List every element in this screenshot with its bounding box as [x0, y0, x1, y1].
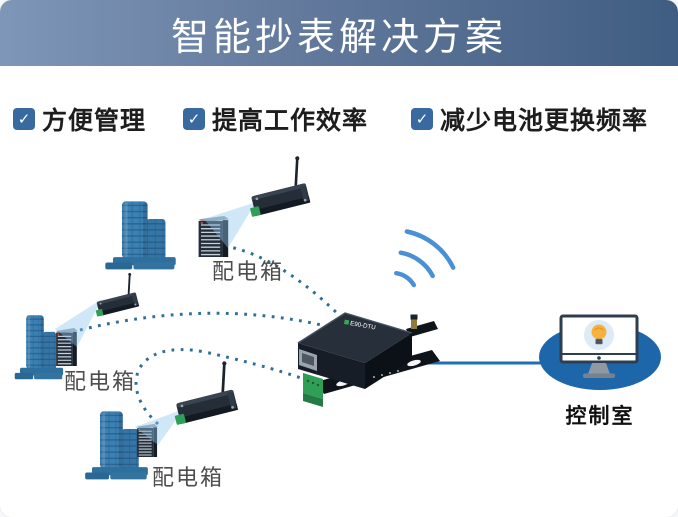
- building-group-2: [14, 271, 141, 380]
- check-glyph: ✓: [17, 111, 31, 128]
- dotted-link-3: [134, 348, 313, 426]
- check-glyph: ✓: [415, 111, 429, 128]
- checkbox-icon: ✓: [411, 108, 433, 130]
- feature-item-easy-management: ✓ 方便管理: [13, 101, 146, 137]
- control-room: [539, 314, 661, 390]
- bulb-icon: [591, 324, 607, 345]
- meter-device-icon: [87, 271, 141, 318]
- page-title: 智能抄表解决方案: [170, 16, 507, 59]
- brand-logo-icon: [344, 319, 350, 325]
- check-glyph: ✓: [187, 111, 201, 128]
- antenna-connector-icon: [411, 319, 417, 329]
- checkbox-icon: ✓: [13, 108, 35, 130]
- dotted-link-2: [79, 311, 339, 332]
- gateway-model-label: E90-DTU: [350, 320, 377, 331]
- building-icon: [105, 201, 176, 270]
- feature-label: 方便管理: [42, 107, 147, 135]
- checkbox-icon: ✓: [183, 108, 205, 130]
- header-banner: 智能抄表解决方案: [0, 0, 678, 66]
- signal-beam: [135, 409, 184, 445]
- feature-label: 提高工作效率: [212, 107, 369, 135]
- signal-beam: [55, 299, 102, 347]
- control-room-label: 控制室: [565, 405, 635, 428]
- monitor-icon: [559, 314, 639, 378]
- distribution-box-label-2: 配电箱: [64, 369, 137, 394]
- gateway-device: E90-DTU: [297, 312, 440, 407]
- distribution-box-label-3: 配电箱: [152, 465, 225, 490]
- wifi-signal-icon: [394, 229, 456, 288]
- building-group-3: [85, 359, 240, 480]
- building-icon: [14, 315, 64, 380]
- building-group-1: [105, 154, 312, 270]
- feature-item-battery-frequency: ✓ 减少电池更换频率: [411, 101, 648, 137]
- signal-beam: [204, 202, 256, 248]
- dotted-links: [79, 242, 343, 426]
- terminal-block-icon: [303, 373, 323, 399]
- feature-item-work-efficiency: ✓ 提高工作效率: [183, 101, 368, 137]
- feature-label: 减少电池更换频率: [440, 107, 649, 135]
- distribution-box-label-1: 配电箱: [212, 259, 285, 284]
